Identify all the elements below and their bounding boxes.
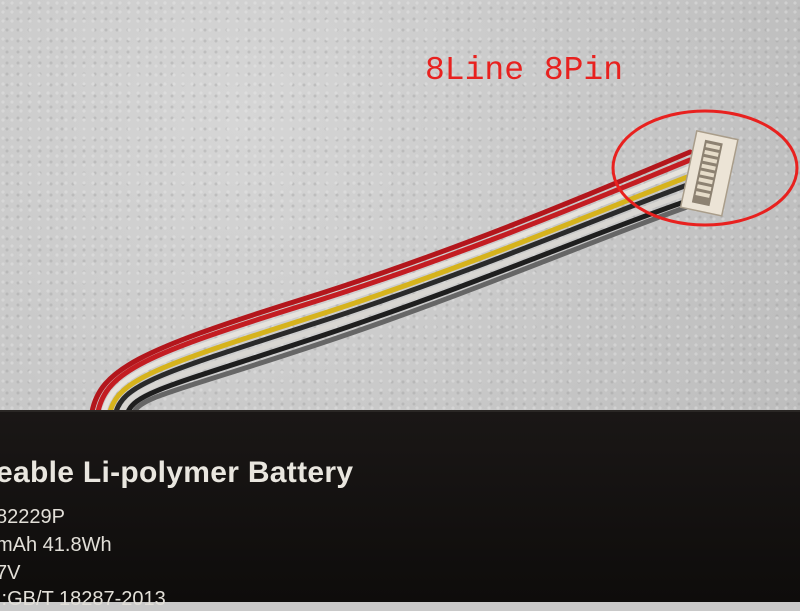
wire-black-1 (113, 181, 693, 415)
wire-white-1 (101, 165, 693, 415)
wire-red-1 (89, 149, 693, 415)
battery-voltage: 7V (0, 562, 21, 584)
battery-body: eable Li-polymer Battery 82229P mAh 41.8… (0, 410, 800, 610)
battery-title: eable Li-polymer Battery (0, 456, 354, 489)
connector (679, 129, 739, 217)
highlight-circle (611, 109, 799, 227)
wire-grey (131, 203, 693, 415)
battery-model: 82229P (0, 506, 65, 528)
wire-yellow (107, 173, 693, 415)
annotation-text: 8Line 8Pin (425, 52, 624, 89)
wire-red-2 (95, 157, 693, 415)
battery-capacity: mAh 41.8Wh (0, 534, 112, 556)
wire-white-2 (119, 189, 693, 415)
wire-black-2 (125, 197, 693, 415)
